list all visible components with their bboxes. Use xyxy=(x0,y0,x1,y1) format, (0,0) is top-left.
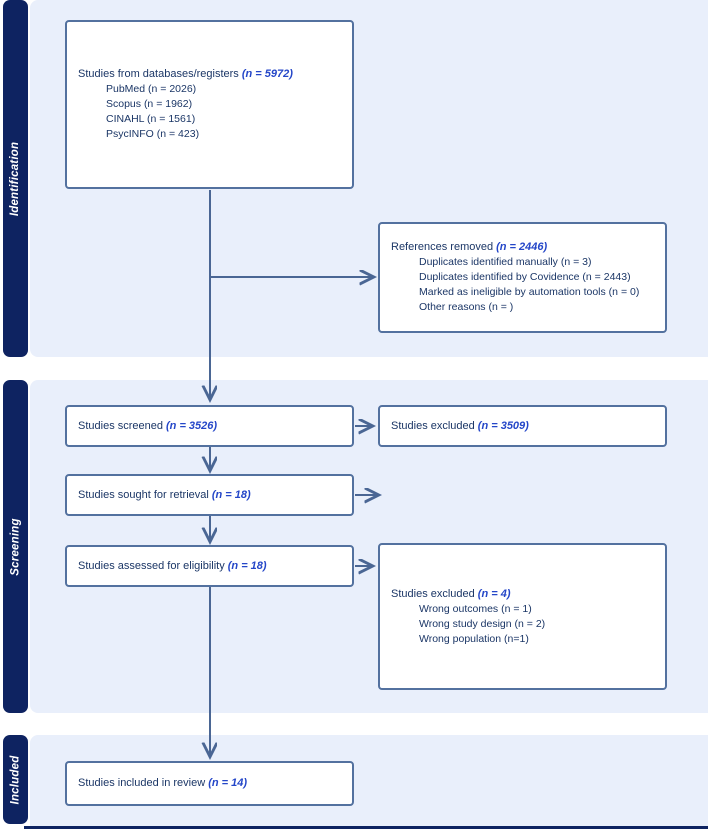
box-screened-title: Studies screened(n = 3526) xyxy=(78,419,218,432)
sidebar-identification: Identification xyxy=(3,0,28,357)
box-included-title: Studies included in review(n = 14) xyxy=(78,777,248,789)
list-item: Duplicates identified by Covidence (n = … xyxy=(419,271,631,283)
box-assessed-title: Studies assessed for eligibility(n = 18) xyxy=(78,559,267,572)
list-item: Scopus (n = 1962) xyxy=(106,98,193,110)
sidebar-included: Included xyxy=(3,735,28,824)
sidebar-screening: Screening xyxy=(3,380,28,713)
list-item: Wrong outcomes (n = 1) xyxy=(419,602,532,615)
box-databases: Studies from databases/registers(n = 597… xyxy=(65,20,354,189)
box-sought: Studies sought for retrieval(n = 18) xyxy=(65,474,354,516)
box-included: Studies included in review(n = 14) xyxy=(65,761,354,806)
box-screened: Studies screened(n = 3526) xyxy=(65,405,354,447)
box-references-removed-title: References removed(n = 2446) xyxy=(391,241,548,253)
box-sought-title: Studies sought for retrieval(n = 18) xyxy=(78,488,251,501)
box-excluded-screening-title: Studies excluded(n = 3509) xyxy=(391,419,529,432)
box-databases-items: PubMed (n = 2026) Scopus (n = 1962) CINA… xyxy=(106,82,344,142)
sidebar-screening-label: Screening xyxy=(9,517,22,576)
list-item: CINAHL (n = 1561) xyxy=(106,113,196,125)
box-excluded-eligibility: Studies excluded(n = 4) Wrong outcomes (… xyxy=(378,543,667,690)
box-assessed: Studies assessed for eligibility(n = 18) xyxy=(65,545,354,587)
box-excluded-eligibility-items: Wrong outcomes (n = 1) Wrong study desig… xyxy=(419,602,657,647)
list-item: Wrong study design (n = 2) xyxy=(419,617,546,630)
sidebar-identification-label: Identification xyxy=(9,141,22,216)
list-item: Duplicates identified manually (n = 3) xyxy=(419,256,592,268)
list-item: PubMed (n = 2026) xyxy=(106,83,197,95)
list-item: Other reasons (n = ) xyxy=(419,301,514,313)
list-item: PsycINFO (n = 423) xyxy=(106,128,200,140)
list-item: Wrong population (n=1) xyxy=(419,632,529,645)
list-item: Marked as ineligible by automation tools… xyxy=(419,286,640,298)
box-references-removed: References removed(n = 2446) Duplicates … xyxy=(378,222,667,333)
sidebar-included-label: Included xyxy=(9,755,22,804)
box-excluded-screening: Studies excluded(n = 3509) xyxy=(378,405,667,447)
box-references-removed-items: Duplicates identified manually (n = 3) D… xyxy=(419,255,657,315)
bottom-edge-strip xyxy=(24,826,708,829)
box-databases-title: Studies from databases/registers(n = 597… xyxy=(78,68,293,80)
box-excluded-eligibility-title: Studies excluded(n = 4) xyxy=(391,587,511,600)
